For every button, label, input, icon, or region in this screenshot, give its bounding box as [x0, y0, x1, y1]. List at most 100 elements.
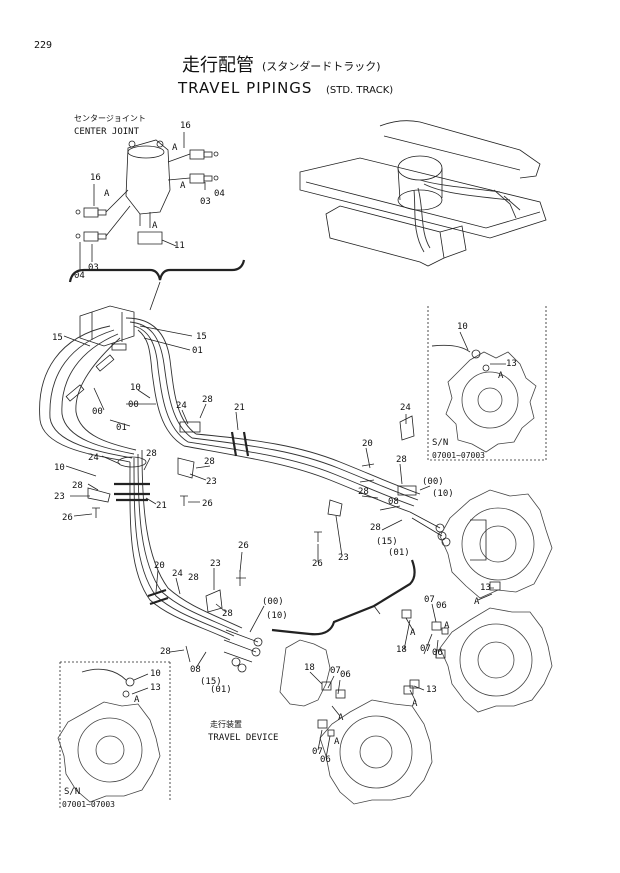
- page-number: 229: [34, 40, 52, 51]
- callout: 10: [54, 463, 65, 473]
- callout: 21: [234, 403, 245, 413]
- callout: 18: [396, 645, 407, 655]
- callout: 28: [222, 609, 233, 619]
- callout: 23: [210, 559, 221, 569]
- callout: A: [134, 695, 140, 705]
- callout: 01: [192, 346, 203, 356]
- center-joint-en: CENTER JOINT: [74, 127, 140, 137]
- callout: 13: [150, 683, 161, 693]
- center-joint-drawing: [75, 139, 219, 245]
- travel-motor-right-upper: [439, 489, 553, 599]
- travel-motor-center: [319, 699, 433, 805]
- travel-device-en: TRAVEL DEVICE: [208, 733, 278, 743]
- callout: 26: [238, 541, 249, 551]
- callout: 07: [330, 666, 341, 676]
- center-joint-bracket: [68, 259, 246, 283]
- callout: 07: [424, 595, 435, 605]
- serial-right-range: 07001~07003: [432, 451, 485, 460]
- serial-left-sn: S/N: [64, 787, 80, 797]
- callout: 20: [154, 561, 165, 571]
- undercarriage-drawing: [299, 120, 547, 267]
- callout: 03: [88, 263, 99, 273]
- callout: (01): [388, 548, 410, 558]
- callout: 28: [202, 395, 213, 405]
- callout: 23: [338, 553, 349, 563]
- travel-motor-right-lower: [439, 607, 553, 713]
- callout: A: [172, 143, 178, 153]
- callout: 23: [206, 477, 217, 487]
- callout: 11: [174, 241, 185, 251]
- callout: 24: [176, 401, 187, 411]
- callout: A: [104, 189, 110, 199]
- callout: A: [444, 621, 450, 631]
- callout: 28: [396, 455, 407, 465]
- callout: 10: [457, 322, 468, 332]
- callout: 21: [156, 501, 167, 511]
- callout: 26: [202, 499, 213, 509]
- callout: A: [410, 628, 416, 638]
- callout: (01): [210, 685, 232, 695]
- callout: 13: [480, 583, 491, 593]
- callout: 28: [204, 457, 215, 467]
- center-joint-jp: センタージョイント: [74, 114, 146, 123]
- title-jp-sub: (スタンダードトラック): [262, 59, 381, 73]
- callout: (10): [432, 489, 454, 499]
- fittings-right: [317, 581, 501, 737]
- travel-motor-left-mid: [279, 639, 331, 707]
- travel-device-bracket: [271, 559, 416, 636]
- callout: 15: [196, 332, 207, 342]
- callout: 28: [188, 573, 199, 583]
- callout: 04: [214, 189, 225, 199]
- fittings: [65, 343, 451, 673]
- callout: (00): [422, 477, 444, 487]
- callout: A: [152, 221, 158, 231]
- callout: (10): [266, 611, 288, 621]
- callout: A: [412, 699, 418, 709]
- callout: A: [180, 181, 186, 191]
- callout: 16: [90, 173, 101, 183]
- callout: 06: [432, 648, 443, 658]
- callout: 24: [400, 403, 411, 413]
- travel-device-jp: 走行装置: [210, 719, 242, 729]
- title-en-sub: (STD. TRACK): [326, 85, 393, 96]
- callout: 23: [54, 492, 65, 502]
- callout: 04: [74, 271, 85, 281]
- title-jp: 走行配管: [182, 55, 254, 76]
- callout: 28: [72, 481, 83, 491]
- callout: 13: [426, 685, 437, 695]
- callout: (00): [262, 597, 284, 607]
- serial-inset-right: [427, 306, 547, 461]
- callout: A: [338, 713, 344, 723]
- hose-bundle: [39, 317, 421, 641]
- serial-left-range: 07001~07003: [62, 800, 115, 809]
- title-en: TRAVEL PIPINGS: [177, 79, 312, 97]
- callout: 07: [312, 747, 323, 757]
- callout: 26: [312, 559, 323, 569]
- callout: A: [498, 371, 504, 381]
- serial-inset-left: [57, 661, 171, 810]
- callout: 15: [52, 333, 63, 343]
- callout: 00: [128, 400, 139, 410]
- callout: A: [474, 597, 480, 607]
- callout: A: [334, 737, 340, 747]
- callout: 13: [506, 359, 517, 369]
- callout: 06: [436, 601, 447, 611]
- callout: 28: [146, 449, 157, 459]
- callout: (15): [376, 537, 398, 547]
- callout: 03: [200, 197, 211, 207]
- callout: 07: [420, 644, 431, 654]
- callout: 10: [130, 383, 141, 393]
- callout: 01: [116, 423, 127, 433]
- center-joint-manifold: [79, 305, 135, 347]
- callout: 26: [62, 513, 73, 523]
- callout: 08: [190, 665, 201, 675]
- callout: 06: [340, 670, 351, 680]
- callout: 10: [150, 669, 161, 679]
- serial-right-sn: S/N: [432, 438, 448, 448]
- callout: 24: [88, 453, 99, 463]
- callout: 28: [370, 523, 381, 533]
- callout: 16: [180, 121, 191, 131]
- callout: 28: [358, 487, 369, 497]
- callout: 00: [92, 407, 103, 417]
